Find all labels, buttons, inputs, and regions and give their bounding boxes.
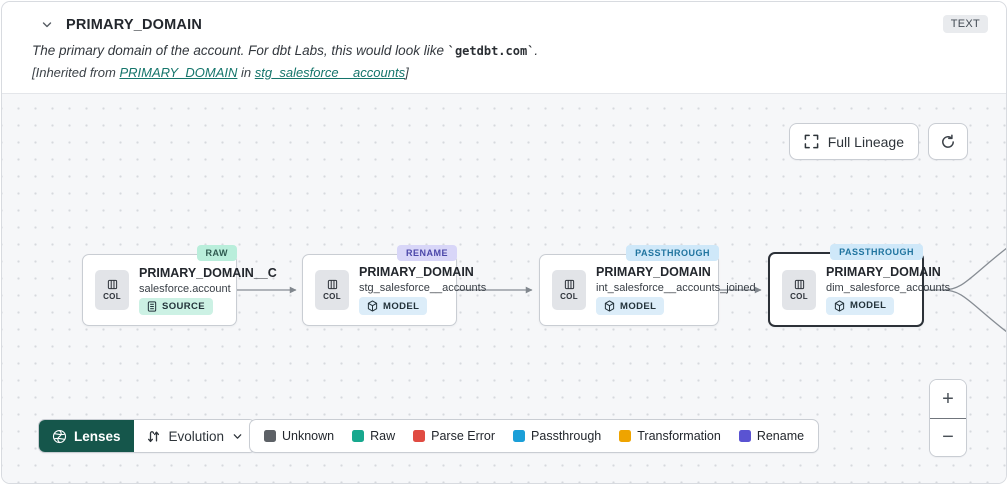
legend-label: Raw bbox=[370, 429, 396, 443]
refresh-icon bbox=[940, 134, 956, 150]
legend-item: Unknown bbox=[264, 429, 334, 443]
legend-swatch bbox=[352, 430, 365, 442]
legend-label: Unknown bbox=[282, 429, 335, 443]
zoom-control: + − bbox=[929, 379, 967, 457]
legend-swatch bbox=[264, 430, 276, 442]
legend-item: Raw bbox=[352, 429, 395, 443]
legend-swatch bbox=[738, 430, 751, 442]
lineage-node-source[interactable]: RAW COL PRIMARY_DOMAIN__C salesforce.acc… bbox=[82, 245, 277, 326]
node-title: PRIMARY_DOMAIN__C bbox=[139, 265, 277, 280]
evolution-badge: RENAME bbox=[396, 245, 457, 261]
column-chip: COL bbox=[782, 269, 816, 310]
resource-type-badge: SOURCE bbox=[139, 297, 214, 315]
inherited-suffix: ] bbox=[405, 65, 409, 80]
zoom-in-button[interactable]: + bbox=[930, 380, 966, 418]
refresh-button[interactable] bbox=[928, 123, 968, 160]
col-chip-label: COL bbox=[103, 292, 121, 301]
col-chip-label: COL bbox=[790, 291, 808, 301]
column-chip: COL bbox=[552, 270, 586, 310]
source-icon bbox=[147, 300, 157, 312]
node-title: PRIMARY_DOMAIN bbox=[596, 265, 711, 279]
node-subtitle: salesforce.account bbox=[139, 282, 231, 295]
full-lineage-label: Full Lineage bbox=[827, 133, 904, 150]
lineage-node-dim[interactable]: PASSTHROUGH COL PRIMARY_DOMAIN dim_sales… bbox=[768, 244, 950, 327]
legend-swatch bbox=[619, 430, 632, 442]
legend-item: Passthrough bbox=[513, 429, 601, 443]
full-lineage-button[interactable]: Full Lineage bbox=[788, 123, 919, 160]
legend-label: Transformation bbox=[637, 429, 721, 443]
resource-type-label: MODEL bbox=[850, 300, 887, 311]
column-icon bbox=[794, 279, 805, 290]
legend-label: Rename bbox=[756, 429, 805, 443]
lens-icon bbox=[52, 429, 67, 444]
data-type-badge: TEXT bbox=[942, 15, 988, 33]
zoom-out-button[interactable]: − bbox=[930, 418, 966, 456]
evolution-icon bbox=[146, 429, 161, 444]
column-chip: COL bbox=[95, 270, 129, 310]
inherited-prefix: [Inherited from bbox=[32, 65, 120, 80]
expand-icon bbox=[804, 134, 819, 149]
column-header: PRIMARY_DOMAIN TEXT The primary domain o… bbox=[2, 2, 1006, 94]
page-title: PRIMARY_DOMAIN bbox=[66, 17, 202, 33]
inherited-note: [Inherited from PRIMARY_DOMAIN in stg_sa… bbox=[2, 58, 1006, 80]
legend-item: Transformation bbox=[619, 429, 721, 443]
resource-type-label: SOURCE bbox=[162, 300, 206, 312]
resource-type-label: MODEL bbox=[620, 300, 657, 312]
legend-item: Rename bbox=[738, 429, 805, 443]
legend-swatch bbox=[513, 430, 526, 442]
collapse-chevron-icon[interactable] bbox=[38, 16, 56, 34]
lenses-button[interactable]: Lenses bbox=[39, 420, 134, 452]
lineage-canvas[interactable]: Full Lineage RAW COL PRIMARY_DOMAIN__C s… bbox=[2, 94, 1006, 483]
lineage-node-int[interactable]: PASSTHROUGH COL PRIMARY_DOMAIN int_sales… bbox=[539, 245, 756, 326]
node-subtitle: stg_salesforce__accounts bbox=[359, 282, 487, 294]
resource-type-badge: MODEL bbox=[826, 296, 895, 315]
resource-type-label: MODEL bbox=[383, 300, 420, 312]
model-icon bbox=[834, 299, 845, 312]
resource-type-badge: MODEL bbox=[596, 297, 665, 315]
lenses-toolbar: Lenses Evolution bbox=[38, 419, 257, 453]
node-subtitle: int_salesforce__accounts_joined bbox=[596, 282, 756, 294]
lineage-node-stg[interactable]: RENAME COL PRIMARY_DOMAIN stg_salesforce… bbox=[302, 245, 486, 326]
chevron-down-icon bbox=[232, 431, 243, 442]
legend-label: Parse Error bbox=[431, 429, 496, 443]
legend-item: Parse Error bbox=[413, 429, 495, 443]
column-chip: COL bbox=[315, 270, 349, 310]
resource-type-badge: MODEL bbox=[359, 297, 428, 315]
col-chip-label: COL bbox=[323, 292, 341, 301]
inherited-column-link[interactable]: PRIMARY_DOMAIN bbox=[119, 65, 238, 80]
lens-selector[interactable]: Evolution bbox=[133, 420, 256, 452]
evolution-legend: Unknown Raw Parse Error Passthrough Tran… bbox=[249, 419, 820, 453]
node-title: PRIMARY_DOMAIN bbox=[359, 265, 474, 279]
legend-swatch bbox=[413, 430, 426, 442]
node-title: PRIMARY_DOMAIN bbox=[826, 264, 941, 279]
lenses-label: Lenses bbox=[74, 428, 121, 444]
evolution-badge: RAW bbox=[196, 245, 237, 261]
model-icon bbox=[367, 300, 378, 312]
column-icon bbox=[564, 279, 575, 290]
inherited-model-link[interactable]: stg_salesforce__accounts bbox=[254, 65, 406, 80]
evolution-badge: PASSTHROUGH bbox=[626, 245, 719, 261]
model-icon bbox=[604, 300, 615, 312]
description-code: `getdbt.com` bbox=[447, 44, 535, 58]
description-period: . bbox=[534, 43, 539, 58]
column-description: The primary domain of the account. For d… bbox=[2, 34, 1006, 58]
selected-lens-label: Evolution bbox=[168, 428, 225, 444]
node-subtitle: dim_salesforce_accounts bbox=[826, 281, 951, 294]
column-icon bbox=[327, 279, 338, 290]
description-text: The primary domain of the account. For d… bbox=[32, 43, 448, 58]
legend-label: Passthrough bbox=[531, 429, 602, 443]
evolution-badge: PASSTHROUGH bbox=[830, 244, 923, 260]
column-icon bbox=[107, 279, 118, 290]
col-chip-label: COL bbox=[560, 292, 578, 301]
inherited-middle: in bbox=[237, 65, 255, 80]
